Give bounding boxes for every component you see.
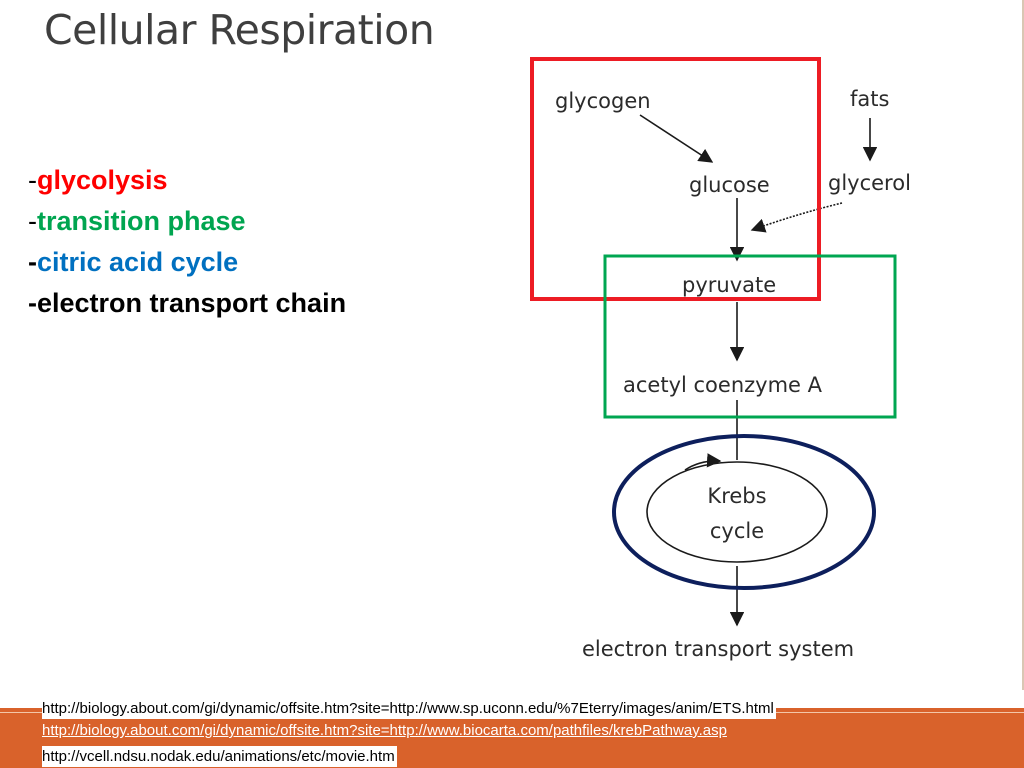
reference-krebs-link[interactable]: http://biology.about.com/gi/dynamic/offs… xyxy=(42,722,727,739)
step-dash: - xyxy=(28,288,37,318)
right-edge-rule xyxy=(1022,0,1024,690)
node-fats: fats xyxy=(850,87,889,111)
step-label-transition-phase: transition phase xyxy=(37,206,246,236)
step-glycolysis: -glycolysis xyxy=(28,160,346,201)
node-glucose: glucose xyxy=(689,173,770,197)
step-label-glycolysis: glycolysis xyxy=(37,165,168,195)
node-acetyl-coenzyme-a: acetyl coenzyme A xyxy=(623,373,823,397)
node-krebs-line1: Krebs xyxy=(707,484,766,508)
krebs-cycle-entry-arrow xyxy=(684,453,722,471)
arrow-glycogen-to-glucose xyxy=(639,114,714,163)
step-label-citric-acid-cycle: citric acid cycle xyxy=(37,247,239,277)
node-pyruvate: pyruvate xyxy=(682,273,776,297)
krebs-cycle-highlight-ring xyxy=(612,434,876,590)
slide-title: Cellular Respiration xyxy=(44,6,435,54)
transition-phase-highlight-box xyxy=(603,254,897,419)
references: http://biology.about.com/gi/dynamic/offs… xyxy=(0,698,1024,768)
node-glycerol: glycerol xyxy=(828,171,911,195)
reference-ets-link[interactable]: http://biology.about.com/gi/dynamic/offs… xyxy=(42,698,776,719)
krebs-cycle-shape xyxy=(646,461,828,563)
step-dash: - xyxy=(28,206,37,236)
step-transition-phase: -transition phase xyxy=(28,201,346,242)
node-krebs-line2: cycle xyxy=(710,519,764,543)
step-dash: - xyxy=(28,247,37,277)
respiration-steps-list: -glycolysis -transition phase -citric ac… xyxy=(28,160,346,324)
step-dash: - xyxy=(28,165,37,195)
arrow-glycerol-to-pathway xyxy=(750,202,843,233)
node-glycogen: glycogen xyxy=(555,89,651,113)
reference-vcell-link[interactable]: http://vcell.ndsu.nodak.edu/animations/e… xyxy=(42,746,397,767)
respiration-pathway-diagram: glycogen fats glucose glycerol pyruvate … xyxy=(530,57,911,661)
glycolysis-highlight-box xyxy=(530,57,821,301)
step-label-electron-transport-chain: electron transport chain xyxy=(37,288,347,318)
step-citric-acid-cycle: -citric acid cycle xyxy=(28,242,346,283)
node-electron-transport-system: electron transport system xyxy=(582,637,854,661)
step-electron-transport-chain: -electron transport chain xyxy=(28,283,346,324)
